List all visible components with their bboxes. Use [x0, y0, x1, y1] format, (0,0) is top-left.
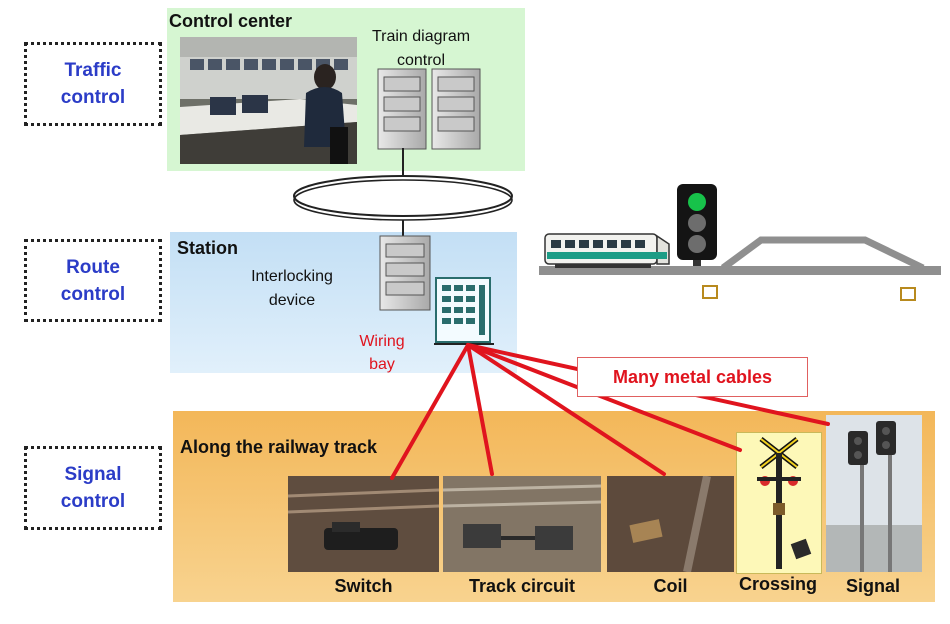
signal-photo [826, 415, 922, 572]
cable-to-switch [390, 343, 470, 480]
switch-caption: Switch [334, 576, 393, 596]
interlocking-device-label: Interlocking device [251, 268, 333, 309]
wiring-bay-icon [434, 276, 494, 353]
station-title: Station [177, 238, 238, 258]
control-room-photo [180, 37, 357, 164]
signal-control-label: Signal control [24, 446, 162, 530]
cable-to-crossing [466, 343, 742, 452]
track-circuit-photo [443, 476, 601, 572]
crossing-caption: Crossing [738, 574, 817, 594]
network-ring-icon [283, 144, 523, 241]
track-area-title: Along the railway track [180, 437, 378, 457]
route-control-label: Route control [24, 239, 162, 322]
interlocking-server-icon [378, 234, 434, 317]
cable-to-track-circuit [466, 343, 494, 476]
signal-caption: Signal [845, 576, 900, 596]
cable-to-coil [466, 343, 666, 476]
crossing-illustration [736, 432, 822, 574]
switch-photo [288, 476, 439, 572]
coil-caption: Coil [653, 576, 688, 596]
track-circuit-caption: Track circuit [468, 576, 576, 596]
many-metal-cables-callout: Many metal cables [577, 357, 808, 397]
coil-photo [607, 476, 734, 572]
train-diagram-control-label: Train diagram control [371, 28, 471, 69]
train-diagram-server-icon [376, 67, 484, 157]
traffic-control-label: Traffic control [24, 42, 162, 126]
train-and-signal-illustration [535, 180, 945, 315]
wiring-bay-label: Wiring bay [359, 333, 405, 373]
control-center-title: Control center [169, 11, 293, 31]
